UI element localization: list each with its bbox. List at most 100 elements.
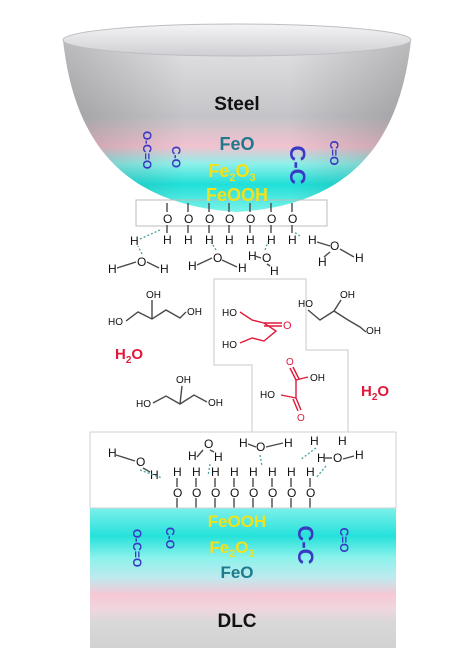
svg-text:OH: OH	[176, 375, 191, 386]
svg-text:O: O	[184, 212, 193, 226]
svg-text:H: H	[184, 233, 193, 247]
svg-text:O: O	[246, 212, 255, 226]
svg-text:H: H	[188, 259, 197, 273]
svg-text:O: O	[225, 212, 234, 226]
cc-top-label: C-C	[285, 145, 310, 184]
contact-box-top	[135, 199, 328, 227]
feooh-top-label: FeOOH	[206, 185, 268, 205]
svg-text:O: O	[306, 486, 315, 500]
svg-text:H: H	[288, 233, 297, 247]
svg-text:H: H	[249, 465, 258, 479]
svg-text:O: O	[213, 251, 222, 265]
svg-text:H: H	[173, 465, 182, 479]
svg-text:O: O	[287, 486, 296, 500]
svg-text:OH: OH	[366, 326, 381, 337]
svg-text:O: O	[211, 486, 220, 500]
svg-text:H: H	[230, 465, 239, 479]
glycerol-molecule-2: HO OH OH	[298, 290, 381, 337]
svg-text:HO: HO	[222, 308, 237, 319]
svg-text:H: H	[130, 234, 139, 248]
svg-text:O: O	[256, 440, 265, 454]
feo-top-label: FeO	[219, 134, 254, 154]
steel-rim	[62, 23, 412, 57]
glycerol-molecule-1: HO OH OH	[108, 290, 202, 328]
svg-text:O: O	[268, 486, 277, 500]
svg-text:OH: OH	[340, 290, 355, 301]
svg-text:O: O	[230, 486, 239, 500]
svg-text:H: H	[317, 451, 326, 465]
svg-text:H: H	[355, 251, 364, 265]
svg-text:H: H	[310, 434, 319, 448]
svg-text:H: H	[267, 233, 276, 247]
svg-text:H: H	[150, 468, 159, 482]
svg-text:H: H	[163, 233, 172, 247]
water-label-right: H2O	[361, 383, 389, 403]
svg-text:O: O	[297, 413, 305, 424]
feooh-bottom-label: FeOOH	[208, 512, 267, 531]
dlc-substrate	[90, 508, 396, 648]
feo-bottom-label: FeO	[220, 563, 253, 582]
water-label-left: H2O	[115, 346, 143, 366]
svg-text:H: H	[287, 465, 296, 479]
svg-text:H: H	[308, 233, 317, 247]
dlc-block	[90, 508, 396, 648]
dihydroxyacetone-molecule: HO O HO	[222, 308, 292, 351]
svg-text:HO: HO	[108, 317, 123, 328]
svg-text:H: H	[238, 261, 247, 275]
svg-text:H: H	[108, 446, 117, 460]
cc-bottom-label: C-C	[293, 525, 318, 564]
svg-text:H: H	[211, 465, 220, 479]
svg-text:O: O	[173, 486, 182, 500]
svg-text:OH: OH	[187, 307, 202, 318]
svg-text:H: H	[318, 255, 327, 269]
svg-text:O: O	[136, 455, 145, 469]
co-top-label: C-O	[169, 146, 183, 168]
svg-text:H: H	[188, 449, 197, 463]
svg-text:O: O	[262, 251, 271, 265]
steel-label: Steel	[214, 94, 259, 115]
ocono-top-label: O-C=O	[140, 131, 154, 169]
svg-text:OH: OH	[310, 373, 325, 384]
svg-text:H: H	[284, 436, 293, 450]
ocono-bottom-label: O-C=O	[130, 529, 144, 567]
lubricant-region: H2O H2O HO OH OH HO OH OH HO OH OH	[108, 278, 389, 433]
molecule-boundary	[213, 278, 349, 433]
ceqo-bottom-label: C=O	[337, 527, 351, 552]
svg-text:HO: HO	[298, 299, 313, 310]
svg-text:H: H	[160, 262, 169, 276]
svg-text:H: H	[268, 465, 277, 479]
svg-text:O: O	[137, 255, 146, 269]
svg-text:H: H	[355, 448, 364, 462]
contact-box-bottom	[89, 431, 397, 509]
svg-text:H: H	[246, 233, 255, 247]
svg-text:HO: HO	[260, 390, 275, 401]
svg-text:O: O	[286, 357, 294, 368]
svg-text:HO: HO	[222, 340, 237, 351]
svg-text:H: H	[192, 465, 201, 479]
svg-text:H: H	[338, 434, 347, 448]
co-bottom-label: C-O	[163, 527, 177, 549]
fe2o3-top-label: Fe2O3	[208, 161, 255, 184]
svg-text:O: O	[192, 486, 201, 500]
svg-text:O: O	[249, 486, 258, 500]
svg-text:H: H	[108, 262, 117, 276]
svg-text:O: O	[330, 239, 339, 253]
svg-text:OH: OH	[146, 290, 161, 301]
svg-text:O: O	[205, 212, 214, 226]
svg-text:O: O	[288, 212, 297, 226]
svg-text:H: H	[225, 233, 234, 247]
svg-text:O: O	[283, 320, 292, 332]
ceqo-top-label: C=O	[327, 140, 341, 165]
steel-counterbody	[62, 23, 412, 212]
svg-text:H: H	[306, 465, 315, 479]
svg-text:OH: OH	[208, 398, 223, 409]
dlc-label: DLC	[217, 611, 256, 632]
svg-text:H: H	[239, 436, 248, 450]
svg-text:H: H	[270, 264, 279, 278]
svg-text:O: O	[163, 212, 172, 226]
